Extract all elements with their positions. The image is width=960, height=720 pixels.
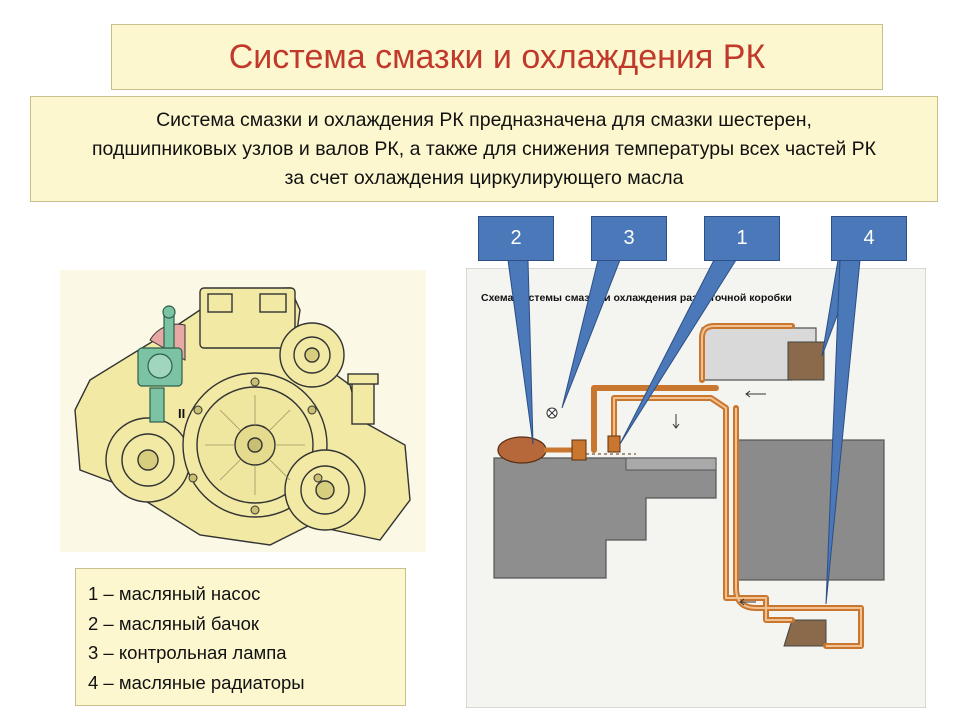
legend-item-oil-radiators: 4 – масляные радиаторы <box>88 671 305 693</box>
engine-label: II <box>178 406 185 421</box>
legend-box: 1 – масляный насос 2 – масляный бачок 3 … <box>75 568 406 706</box>
legend-item-control-lamp: 3 – контрольная лампа <box>88 642 287 663</box>
description-line-2: подшипниковых узлов и валов РК, а также … <box>91 137 877 160</box>
page-title: Система смазки и охлаждения РК <box>228 37 766 76</box>
legend-item-oil-pump: 1 – масляный насос <box>88 583 261 604</box>
description-line-3: за счет охлаждения циркулирующего масла <box>284 166 684 189</box>
lubrication-scheme <box>466 268 926 708</box>
callout-tag-1: 1 <box>704 216 780 261</box>
legend-item-oil-tank: 2 – масляный бачок <box>88 612 259 634</box>
callout-tag-3: 3 <box>591 216 667 261</box>
description-text: Система смазки и охлаждения РК предназна… <box>92 106 876 193</box>
transfer-case-drawing: II <box>60 270 426 552</box>
title-box: Система смазки и охлаждения РК <box>111 24 883 90</box>
description-line-1: Система смазки и охлаждения РК предназна… <box>156 108 812 131</box>
callout-tag-2: 2 <box>478 216 554 261</box>
description-box: Система смазки и охлаждения РК предназна… <box>30 96 938 202</box>
callout-tag-4: 4 <box>831 216 907 261</box>
scheme-title: Схема системы смазки и охлаждения раздат… <box>481 292 792 304</box>
